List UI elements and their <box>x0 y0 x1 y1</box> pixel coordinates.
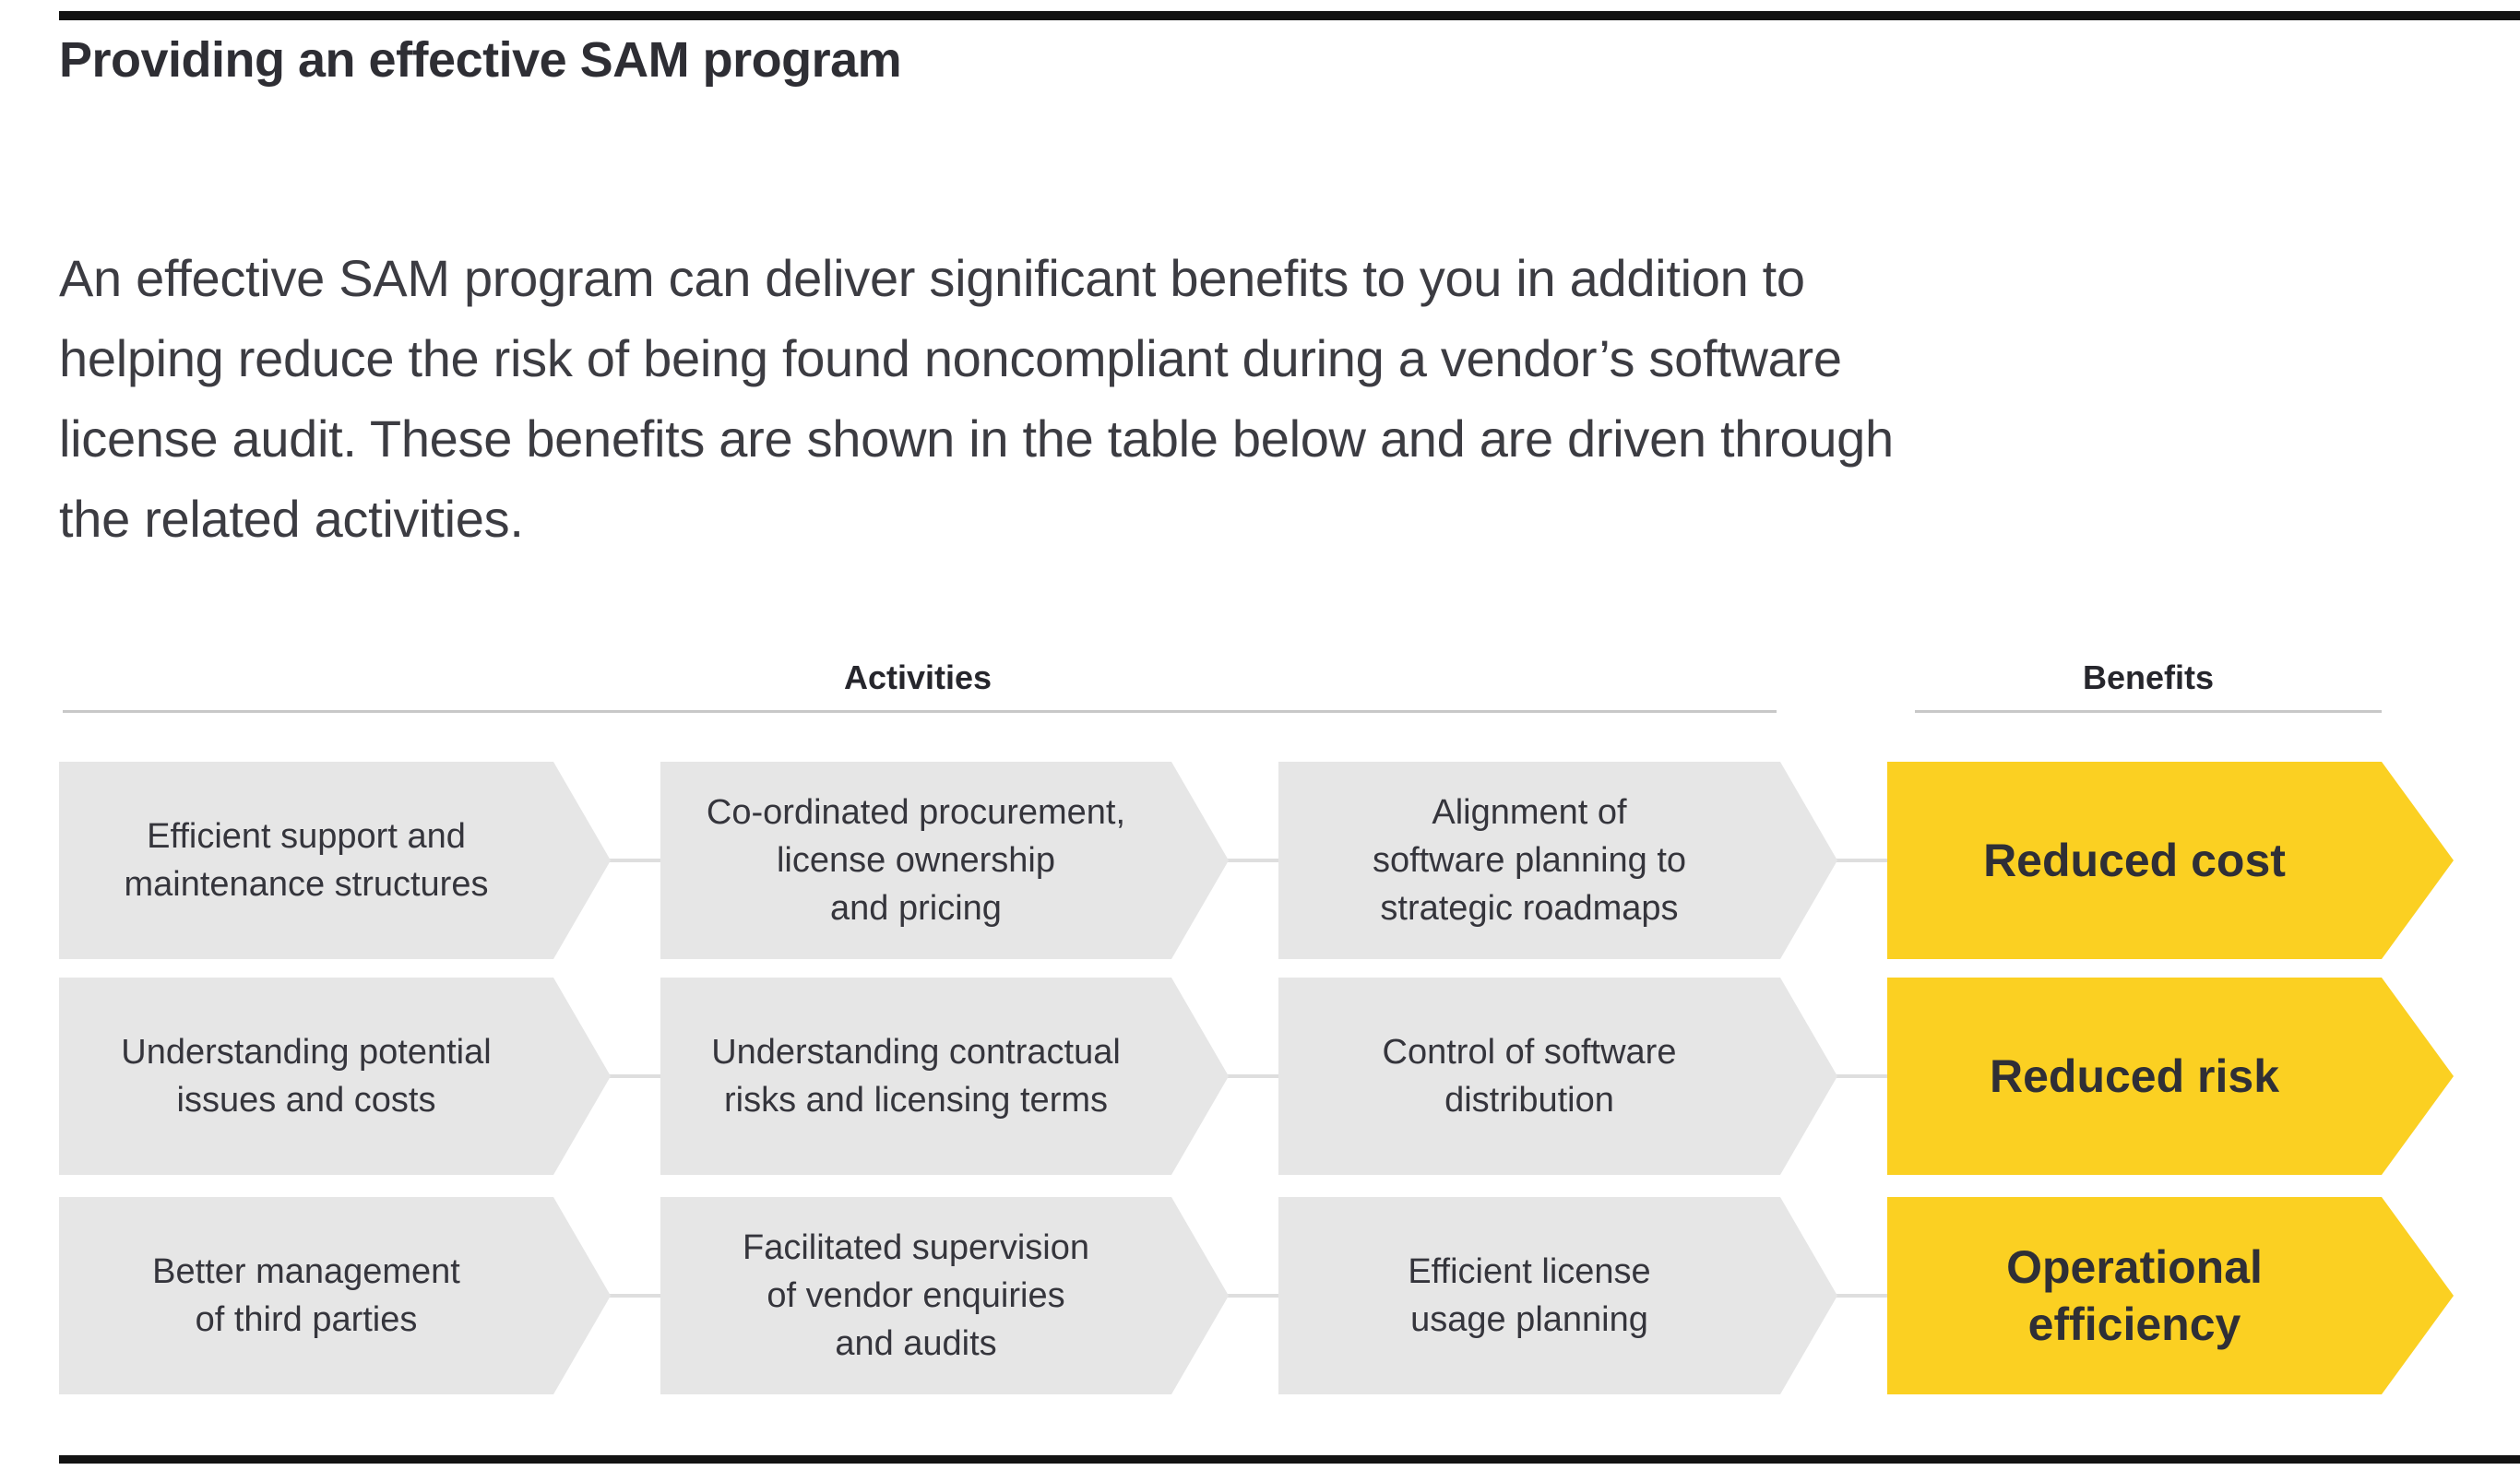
activity-chevron: Understanding potential issues and costs <box>59 978 611 1175</box>
benefit-chevron: Operational efficiency <box>1887 1197 2454 1394</box>
benefits-header-rule <box>1915 710 2382 713</box>
activity-chevron: Alignment of software planning to strate… <box>1278 762 1837 959</box>
activity-chevron: Efficient support and maintenance struct… <box>59 762 611 959</box>
activity-chevron: Facilitated supervision of vendor enquir… <box>660 1197 1229 1394</box>
activity-chevron: Control of software distribution <box>1278 978 1837 1175</box>
page-title: Providing an effective SAM program <box>59 32 902 88</box>
benefits-column-header: Benefits <box>2082 658 2215 696</box>
intro-line: license audit. These benefits are shown … <box>59 409 1894 468</box>
bottom-rule <box>59 1455 2520 1464</box>
activity-chevron: Efficient license usage planning <box>1278 1197 1837 1394</box>
activity-chevron: Better management of third parties <box>59 1197 611 1394</box>
intro-line: the related activities. <box>59 490 524 548</box>
activities-header-rule <box>63 710 1777 713</box>
intro-line: An effective SAM program can deliver sig… <box>59 249 1805 307</box>
intro-line: helping reduce the risk of being found n… <box>59 329 1842 387</box>
benefit-chevron: Reduced cost <box>1887 762 2454 959</box>
activity-chevron: Co-ordinated procurement, license owners… <box>660 762 1229 959</box>
intro-paragraph: An effective SAM program can deliver sig… <box>59 238 1894 559</box>
activity-chevron: Understanding contractual risks and lice… <box>660 978 1229 1175</box>
benefit-chevron: Reduced risk <box>1887 978 2454 1175</box>
activities-column-header: Activities <box>843 658 993 696</box>
top-rule <box>59 11 2520 20</box>
